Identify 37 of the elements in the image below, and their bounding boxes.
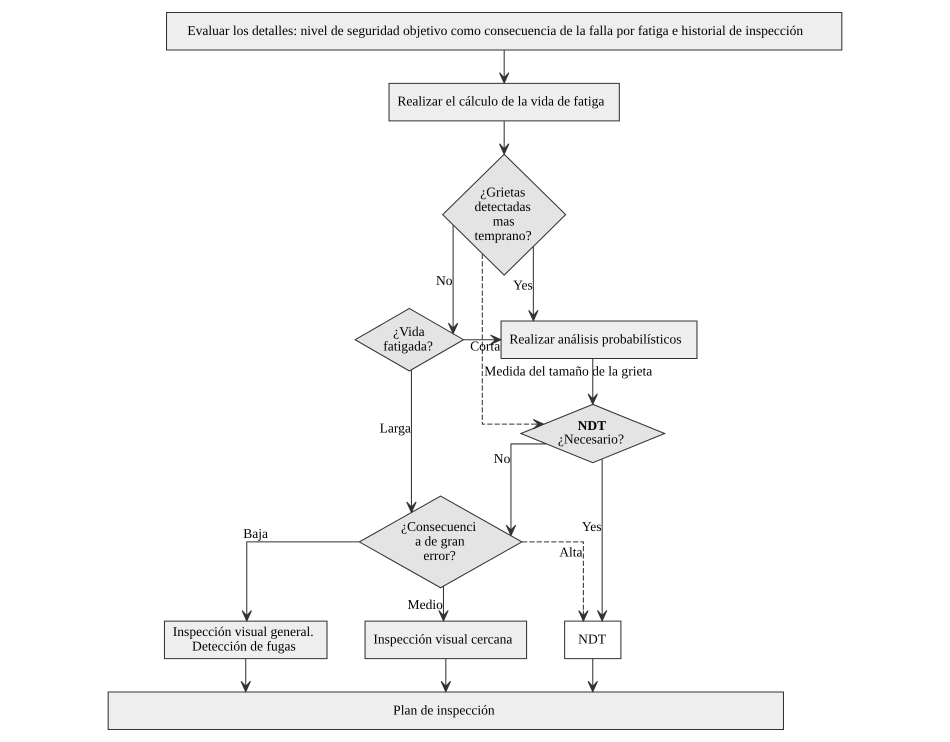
edge-label: No xyxy=(494,451,510,466)
node-box: Inspección visual cercana xyxy=(364,620,528,660)
node-box: NDT xyxy=(564,620,622,660)
edge-label: Yes xyxy=(582,519,602,534)
arrow xyxy=(596,459,608,622)
arrow xyxy=(482,254,544,430)
arrow xyxy=(506,443,546,536)
edge-label: Baja xyxy=(243,526,268,542)
node-box: Plan de inspección xyxy=(108,691,784,730)
edge-label: Medida del tamaño de la grieta xyxy=(484,363,652,378)
node-box: Realizar análisis probabilísticos xyxy=(500,320,698,360)
arrow xyxy=(588,658,598,692)
node-diamond: ¿Vida fatigada? xyxy=(354,308,465,372)
node-diamond: ¿Grietas detectadas mas temprano? xyxy=(442,154,566,276)
arrow xyxy=(438,586,449,622)
node-diamond: NDT ¿Necesario? xyxy=(519,404,666,464)
arrow xyxy=(464,334,502,345)
arrow xyxy=(440,658,452,692)
edge-label: Medio xyxy=(408,597,443,612)
edge-label: Larga xyxy=(380,420,411,436)
edge-label: No xyxy=(436,273,453,288)
node-box: Inspección visual general. Detección de fugas xyxy=(164,620,328,660)
arrow xyxy=(242,541,360,622)
arrow xyxy=(240,658,251,692)
edge-label: Corta xyxy=(470,338,500,354)
node-box: Evaluar los detalles: nivel de seguridad objetivo como consecuencia de la falla por fatiga e historial de inspección xyxy=(166,12,842,51)
arrow xyxy=(522,541,589,622)
arrow xyxy=(498,50,510,84)
arrow xyxy=(528,246,539,322)
edge-label: Yes xyxy=(513,277,533,292)
arrow xyxy=(588,358,598,405)
node-diamond: ¿Consecuenci a de gran error? xyxy=(358,495,523,588)
arrow xyxy=(448,225,458,334)
arrow xyxy=(498,121,510,155)
arrow xyxy=(406,370,417,513)
edge-label: Alta xyxy=(559,544,583,560)
node-box: Realizar el cálculo de la vida de fatiga xyxy=(388,82,620,122)
